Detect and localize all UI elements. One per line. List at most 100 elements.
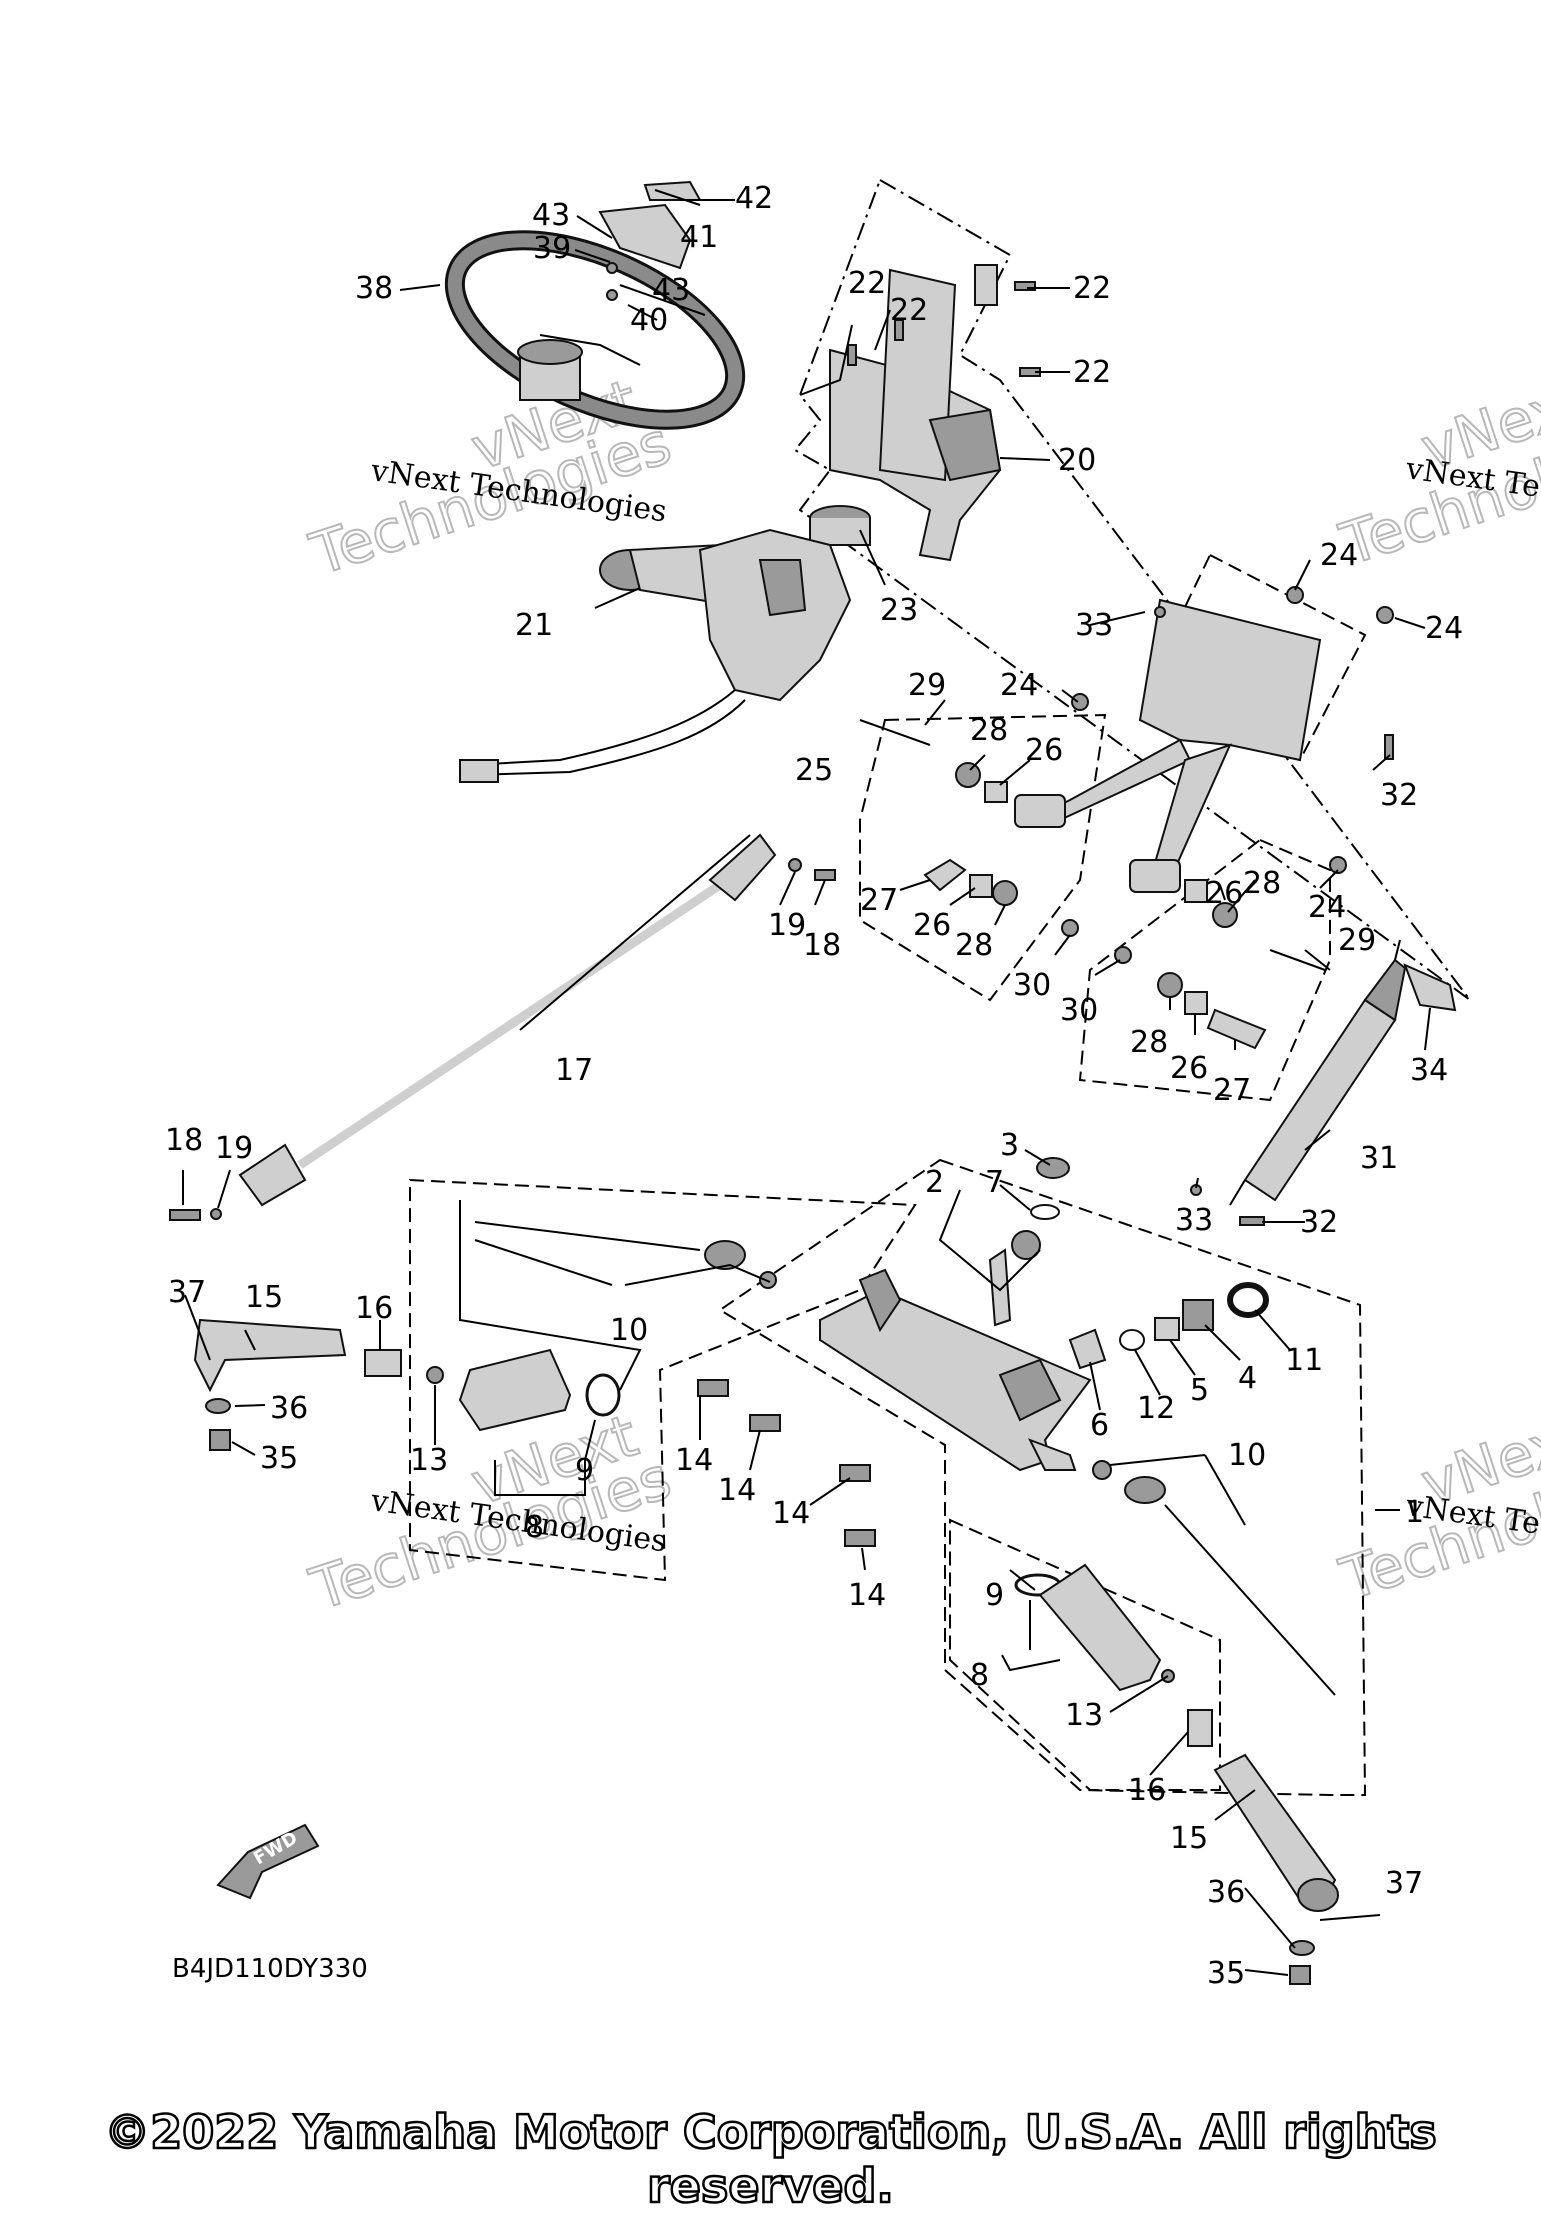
sleeve-27a <box>923 858 967 892</box>
callout-10a: 10 <box>610 1313 648 1348</box>
callout-20: 20 <box>1058 443 1096 478</box>
callout-15b: 15 <box>1170 1821 1208 1856</box>
bolt-14d <box>844 1529 876 1547</box>
callout-9b: 9 <box>985 1578 1004 1613</box>
steering-damper <box>1229 939 1457 1206</box>
callout-2: 2 <box>925 1165 944 1200</box>
callout-14d: 14 <box>848 1578 886 1613</box>
bolt-29-upper <box>859 719 931 746</box>
callout-35a: 35 <box>260 1441 298 1476</box>
callout-28d: 28 <box>1130 1025 1168 1060</box>
bolt-22a <box>1014 281 1036 291</box>
diagram-code: B4JD110DY330 <box>172 1954 368 1984</box>
callout-13a: 13 <box>410 1443 448 1478</box>
seal-5 <box>1154 1317 1180 1341</box>
callout-12: 12 <box>1137 1391 1175 1426</box>
washer-28a <box>955 762 981 788</box>
nut-13-left <box>426 1366 444 1384</box>
callout-1: 1 <box>1405 1495 1424 1530</box>
callout-24b: 24 <box>1425 611 1463 646</box>
eps-motor-unit <box>459 528 852 783</box>
bushing-6 <box>1068 1328 1107 1370</box>
seal-2 <box>1011 1230 1041 1260</box>
fwd-arrow-icon: FWD <box>216 1823 320 1900</box>
callout-28c: 28 <box>1243 866 1281 901</box>
callout-43b: 43 <box>652 273 690 308</box>
boot-left <box>458 1348 572 1432</box>
nut-40 <box>606 289 618 301</box>
callout-15a: 15 <box>245 1280 283 1315</box>
bolt-22c <box>847 344 857 366</box>
bolt-18b <box>169 1209 201 1221</box>
callout-29b: 29 <box>1338 923 1376 958</box>
bolt-29-lower <box>1269 949 1326 971</box>
callout-26a: 26 <box>1025 733 1063 768</box>
tie-rod-end-left <box>193 1318 347 1393</box>
collar-26b <box>969 874 993 898</box>
callout-38: 38 <box>355 271 393 306</box>
callout-22a: 22 <box>848 266 886 301</box>
bushing-set-outline-upper <box>859 713 1107 1002</box>
bracket-bushing-upper <box>1014 794 1066 828</box>
nut-24-top <box>1286 586 1304 604</box>
steering-wheel <box>444 230 746 430</box>
callout-10b: 10 <box>1228 1438 1266 1473</box>
callout-7: 7 <box>985 1165 1004 1200</box>
washer-19a <box>788 858 802 872</box>
tie-rod-end-right-ball <box>1297 1878 1339 1912</box>
nut-35-left <box>209 1429 231 1451</box>
sleeve-27b <box>1206 1008 1267 1050</box>
callout-4: 4 <box>1238 1361 1257 1396</box>
clamp-9-left <box>585 1373 621 1417</box>
leader-lines <box>182 189 1431 1976</box>
right-boot-outline <box>949 1518 1221 1791</box>
boot-right <box>1038 1563 1162 1692</box>
bolt-14c <box>839 1464 871 1482</box>
callout-24c: 24 <box>1000 668 1038 703</box>
part-graphics: FWD <box>169 180 1457 1985</box>
collar-26c <box>1184 991 1208 1015</box>
intermediate-shaft <box>238 833 777 1207</box>
callout-16b: 16 <box>1128 1773 1166 1808</box>
left-tie-rod-outline <box>409 1178 917 1582</box>
callout-13b: 13 <box>1065 1698 1103 1733</box>
callout-8b: 8 <box>970 1658 989 1693</box>
callout-18b: 18 <box>165 1123 203 1158</box>
callout-3: 3 <box>1000 1128 1019 1163</box>
washer-left <box>759 1271 777 1289</box>
collar-26d <box>1184 879 1208 903</box>
callout-26b: 26 <box>913 908 951 943</box>
callout-14c: 14 <box>772 1496 810 1531</box>
nut-24-left <box>1071 693 1089 711</box>
horn-cover <box>598 203 692 270</box>
washer-28b <box>992 880 1018 906</box>
column-assembly-outline <box>793 178 1471 1001</box>
callout-16a: 16 <box>355 1291 393 1326</box>
collar-26a <box>984 781 1008 803</box>
callout-14b: 14 <box>718 1473 756 1508</box>
callout-22c: 22 <box>1073 271 1111 306</box>
washer-36-left <box>205 1398 231 1414</box>
washer-28c <box>1157 972 1183 998</box>
bushing-set-outline-lower <box>1078 838 1331 1102</box>
inner-tie-rod-left-ball <box>704 1240 746 1270</box>
inner-tie-rod-right <box>1164 1504 1336 1696</box>
callout-37b: 37 <box>1385 1866 1423 1901</box>
callout-8a: 8 <box>525 1510 544 1545</box>
bolt-14b <box>749 1414 781 1432</box>
washer-right <box>1092 1460 1112 1480</box>
callout-31: 31 <box>1360 1141 1398 1176</box>
callout-5: 5 <box>1190 1373 1209 1408</box>
callout-40: 40 <box>630 303 668 338</box>
nut-30b <box>1114 946 1132 964</box>
callout-27a: 27 <box>860 883 898 918</box>
callout-30a: 30 <box>1013 968 1051 1003</box>
washer-19b <box>210 1208 222 1220</box>
callout-43a: 43 <box>532 198 570 233</box>
bolt-32a <box>1384 734 1394 760</box>
callout-39: 39 <box>533 231 571 266</box>
locknut-11 <box>1227 1282 1269 1318</box>
copyright-notice: ©2022 Yamaha Motor Corporation, U.S.A. A… <box>103 2104 1438 2213</box>
